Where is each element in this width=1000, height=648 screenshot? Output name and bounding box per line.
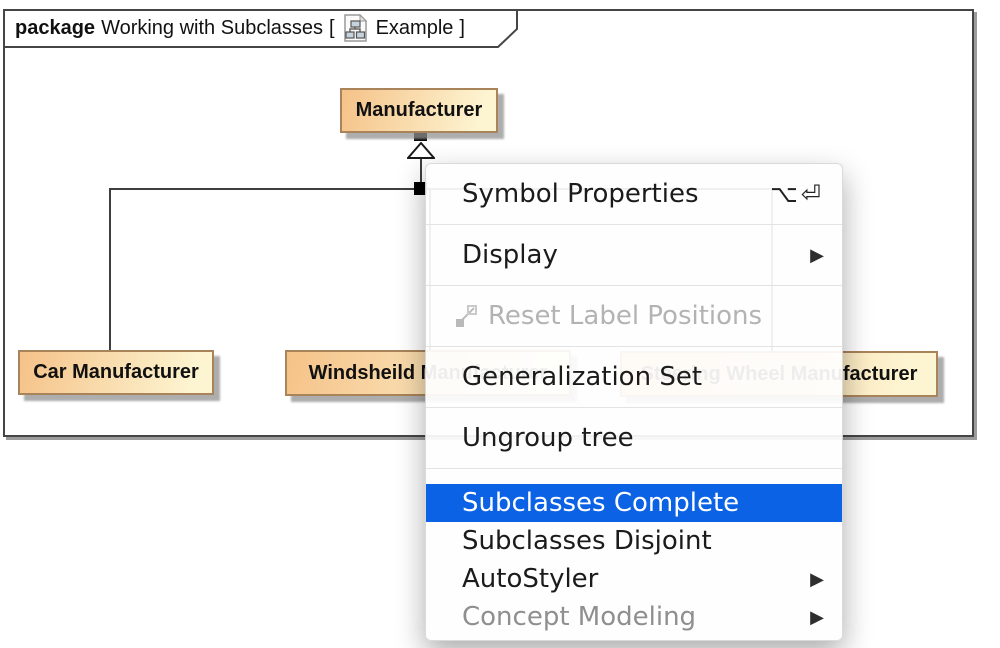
menu-item-label: Symbol Properties (462, 179, 699, 209)
bracket-open: [ (329, 16, 335, 39)
menu-item-subclasses-complete[interactable]: Subclasses Complete (426, 484, 842, 522)
class-diagram-icon (343, 14, 368, 42)
class-box-car-manufacturer[interactable]: Car Manufacturer (18, 350, 214, 395)
menu-item-label: Subclasses Disjoint (462, 526, 712, 556)
class-label: Car Manufacturer (33, 361, 199, 383)
context-menu: Symbol Properties ⌥⏎ Display ▶ Reset Lab… (425, 163, 843, 641)
menu-item-display[interactable]: Display ▶ (426, 225, 842, 286)
frame-title: Working with Subclasses (101, 16, 324, 39)
menu-group-gap (426, 469, 842, 484)
submenu-arrow-icon: ▶ (810, 568, 824, 590)
generalization-line-stub[interactable] (420, 156, 422, 190)
selection-handle-junction[interactable] (414, 182, 427, 195)
menu-item-label: Ungroup tree (462, 423, 634, 453)
menu-item-symbol-properties[interactable]: Symbol Properties ⌥⏎ (426, 164, 842, 225)
menu-item-generalization-set[interactable]: Generalization Set (426, 347, 842, 408)
generalization-line-car[interactable] (109, 190, 111, 350)
menu-item-ungroup-tree[interactable]: Ungroup tree (426, 408, 842, 469)
menu-item-label: Concept Modeling (462, 602, 697, 632)
shortcut-option-return: ⌥⏎ (770, 180, 824, 208)
package-frame-tab (3, 9, 518, 48)
menu-item-concept-modeling: Concept Modeling ▶ (426, 598, 842, 636)
class-box-manufacturer[interactable]: Manufacturer (340, 88, 498, 133)
generalization-arrowhead-icon (407, 142, 435, 159)
menu-item-reset-label-positions: Reset Label Positions (426, 286, 842, 347)
class-label: Manufacturer (355, 99, 483, 121)
submenu-arrow-icon: ▶ (810, 244, 824, 266)
frame-header: package Working with Subclasses [ Exampl… (15, 14, 465, 42)
menu-item-label: Subclasses Complete (462, 488, 740, 518)
bracket-close: ] (459, 16, 465, 39)
menu-item-label: Reset Label Positions (488, 301, 763, 331)
frame-diagram-name: Example (375, 16, 454, 39)
menu-item-subclasses-disjoint[interactable]: Subclasses Disjoint (426, 522, 842, 560)
menu-item-label: Generalization Set (462, 362, 703, 392)
frame-keyword: package (15, 16, 96, 39)
submenu-arrow-icon: ▶ (810, 606, 824, 628)
reset-label-positions-icon (454, 304, 478, 328)
menu-item-label: AutoStyler (462, 564, 599, 594)
menu-item-autostyler[interactable]: AutoStyler ▶ (426, 560, 842, 598)
menu-item-label: Display (462, 240, 558, 270)
